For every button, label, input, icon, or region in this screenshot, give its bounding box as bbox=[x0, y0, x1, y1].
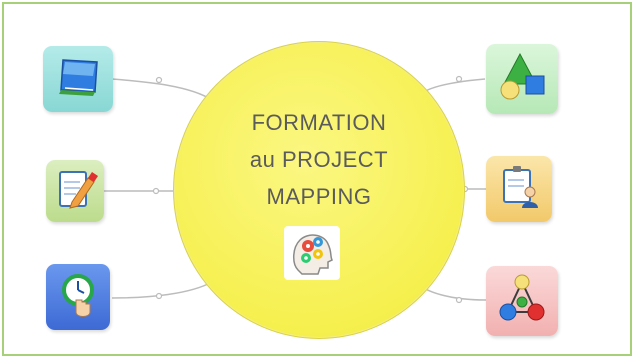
node-network[interactable] bbox=[486, 266, 558, 336]
node-shapes[interactable] bbox=[486, 44, 558, 114]
connector-dot bbox=[155, 76, 163, 84]
connector-left-top bbox=[111, 78, 213, 101]
notebook-icon bbox=[59, 59, 98, 96]
network-triangle-icon bbox=[499, 274, 545, 321]
node-edit-document[interactable] bbox=[46, 160, 104, 222]
connector-dot bbox=[455, 296, 463, 304]
node-notebook[interactable] bbox=[43, 46, 113, 112]
node-clock[interactable] bbox=[46, 264, 110, 330]
central-topic-title: FORMATION au PROJECT MAPPING bbox=[249, 110, 389, 209]
connector-dot bbox=[155, 292, 163, 300]
clock-hand-icon bbox=[62, 274, 94, 317]
connector-dot bbox=[455, 75, 463, 83]
presenter-board-icon bbox=[503, 166, 538, 208]
shapes-icon bbox=[500, 52, 545, 100]
connector-left-bottom bbox=[111, 281, 213, 299]
head-gears-icon bbox=[284, 226, 340, 280]
central-topic[interactable]: FORMATION au PROJECT MAPPING bbox=[173, 41, 465, 339]
node-presenter[interactable] bbox=[486, 156, 552, 222]
connector-dot bbox=[152, 187, 160, 195]
edit-document-icon bbox=[59, 171, 98, 209]
